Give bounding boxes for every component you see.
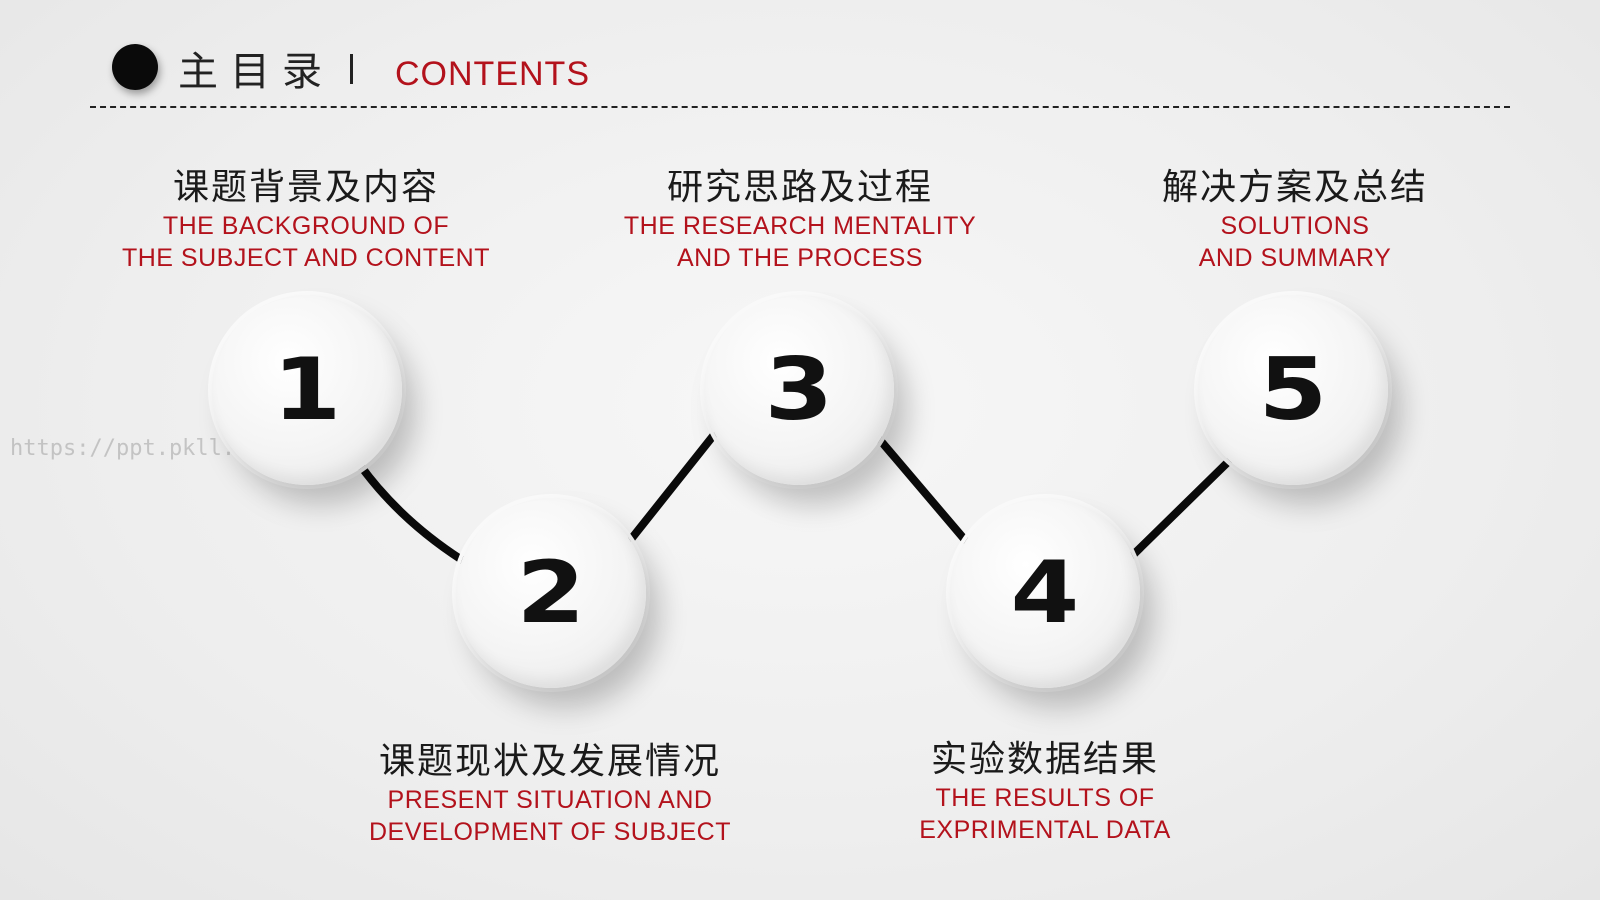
watermark-text: https://ppt.pkll.cc (10, 436, 262, 461)
header-separator (350, 54, 353, 84)
item-2-title-zh: 课题现状及发展情况 (378, 741, 721, 782)
item-4-title-en-line2: EXPRIMENTAL DATA (919, 816, 1171, 844)
item-5-title-en-line2: AND SUMMARY (1198, 244, 1392, 272)
item-2-title-en-line2: DEVELOPMENT OF SUBJECT (369, 818, 731, 846)
step-circle-5[interactable]: 5 (1198, 295, 1388, 485)
step-number-5: 5 (1258, 340, 1328, 440)
item-1-label: 课题背景及内容 THE BACKGROUND OF THE SUBJECT AN… (100, 166, 512, 274)
item-5-title-zh: 解决方案及总结 (1161, 167, 1428, 208)
item-4-label: 实验数据结果 THE RESULTS OF EXPRIMENTAL DATA (860, 738, 1230, 846)
item-3-title-en-line1: THE RESEARCH MENTALITY (623, 212, 977, 240)
item-5-label: 解决方案及总结 SOLUTIONS AND SUMMARY (1110, 166, 1480, 274)
header-title-en: CONTENTS (395, 55, 590, 93)
item-5-title-en-line1: SOLUTIONS (1220, 212, 1370, 240)
connector-3-4 (876, 436, 969, 544)
item-4-title-en-line1: THE RESULTS OF (935, 784, 1155, 812)
header-title-zh: 主目录 (178, 49, 334, 95)
step-number-1: 1 (272, 340, 342, 440)
item-2-label: 课题现状及发展情况 PRESENT SITUATION AND DEVELOPM… (340, 740, 760, 848)
step-circle-3[interactable]: 3 (704, 295, 894, 485)
connector-2-3 (628, 432, 717, 542)
item-3-title-en-line2: AND THE PROCESS (677, 244, 923, 272)
item-1-title-en-line1: THE BACKGROUND OF (162, 212, 450, 240)
step-number-2: 2 (516, 543, 586, 643)
item-1-title-zh: 课题背景及内容 (172, 167, 439, 208)
item-3-title-zh: 研究思路及过程 (666, 167, 933, 208)
step-number-4: 4 (1010, 543, 1080, 643)
step-circle-1[interactable]: 1 (212, 295, 402, 485)
step-circle-2[interactable]: 2 (456, 498, 646, 688)
header-dashed-divider (90, 106, 1510, 108)
connector-1-2 (356, 461, 466, 564)
item-1-title-en-line2: THE SUBJECT AND CONTENT (121, 244, 491, 272)
item-3-label: 研究思路及过程 THE RESEARCH MENTALITY AND THE P… (590, 166, 1010, 274)
step-number-3: 3 (764, 340, 834, 440)
step-circle-4[interactable]: 4 (950, 498, 1140, 688)
connector-4-5 (1129, 458, 1232, 559)
item-2-title-en-line1: PRESENT SITUATION AND (387, 786, 713, 814)
item-4-title-zh: 实验数据结果 (930, 739, 1159, 780)
header-bullet-dot (112, 44, 158, 90)
